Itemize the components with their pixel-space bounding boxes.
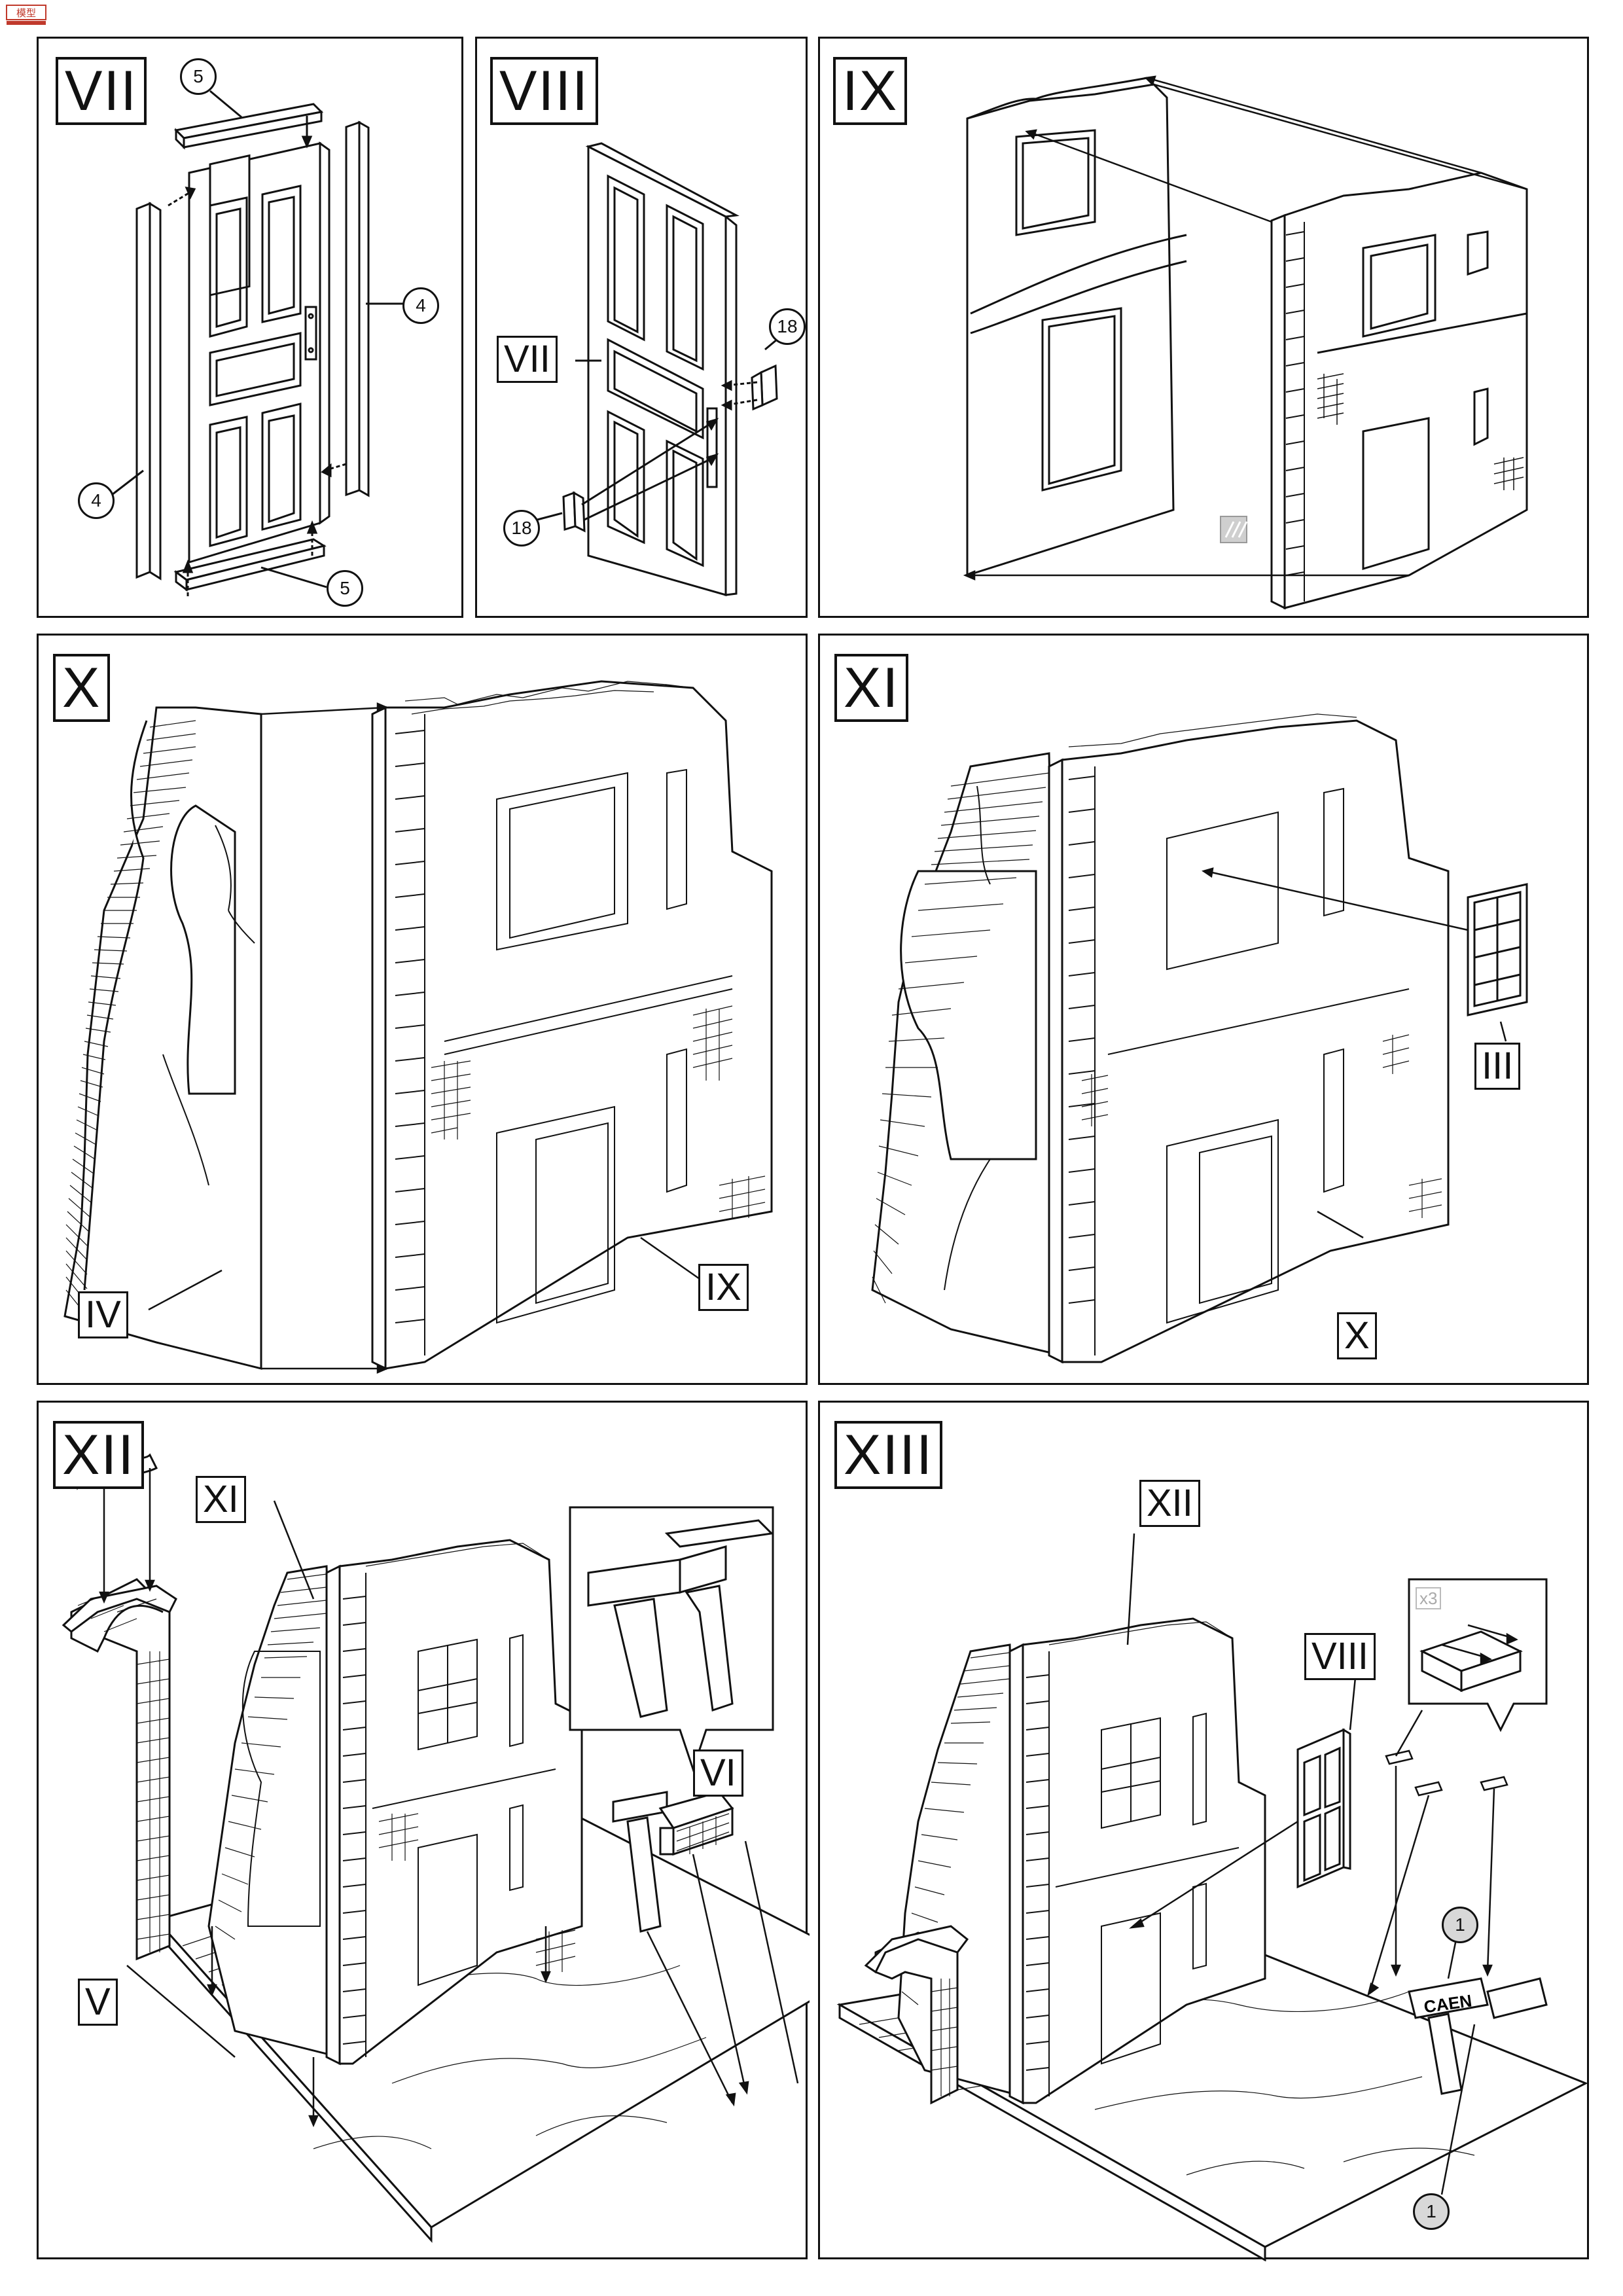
step-panel-x: X IV IX	[37, 634, 808, 1385]
assembly-label: X	[1337, 1312, 1377, 1359]
quantity-mark: x3	[1416, 1587, 1442, 1609]
glue-icon	[1220, 516, 1248, 543]
assembly-label: IV	[78, 1291, 128, 1338]
assembly-label: XI	[196, 1476, 246, 1523]
assembly-label: XII	[1139, 1480, 1200, 1527]
step-number: X	[53, 654, 111, 722]
step-number: XIII	[834, 1421, 943, 1489]
part-number-callout: 4	[402, 287, 439, 324]
step-number: VII	[56, 57, 147, 125]
step-panel-vii: VII 5 4 4 5	[37, 37, 463, 618]
part-number-callout: 5	[327, 570, 363, 607]
part-number-callout: 5	[180, 58, 217, 95]
assembly-label: VI	[693, 1749, 743, 1797]
assembly-label: V	[78, 1979, 118, 2026]
assembly-label: IX	[698, 1264, 749, 1311]
step-number: XII	[53, 1421, 145, 1489]
step-number: XI	[834, 654, 909, 722]
wall-joining-drawing	[963, 75, 1528, 610]
step-panel-xiii: CAEN XIII XII VIII x3 1 1	[818, 1401, 1589, 2261]
step-number: IX	[833, 57, 908, 125]
assembly-label: VII	[497, 336, 558, 383]
svg-text:模型: 模型	[16, 7, 36, 19]
door-frame-assembly-drawing	[109, 90, 405, 596]
step-panel-viii: VIII VII 18 18	[475, 37, 808, 618]
window-part	[1467, 883, 1528, 1016]
part-number-callout: 18	[769, 308, 806, 345]
assembly-label: VIII	[1304, 1633, 1376, 1680]
part-number-callout: 18	[503, 510, 540, 547]
step-panel-xi: XI III X	[818, 634, 1589, 1385]
corner-wall-assembly-drawing	[63, 680, 773, 1374]
step-panel-ix: IX	[818, 37, 1589, 618]
part-number-callout: 1	[1442, 1907, 1478, 1943]
base-placement-drawing	[62, 1453, 810, 2243]
door-part	[1296, 1728, 1351, 1889]
step-number: VIII	[490, 57, 599, 125]
assembly-label: III	[1474, 1043, 1521, 1090]
brand-logo: 模型	[5, 4, 47, 27]
final-diorama-drawing: CAEN	[836, 1533, 1588, 2261]
step-panel-xii: XII XI V VI	[37, 1401, 810, 2259]
window-installation-drawing	[871, 713, 1528, 1364]
part-number-callout: 1	[1413, 2193, 1450, 2230]
part-number-callout: 4	[78, 482, 115, 519]
door-hinge-assembly-drawing	[537, 142, 785, 596]
